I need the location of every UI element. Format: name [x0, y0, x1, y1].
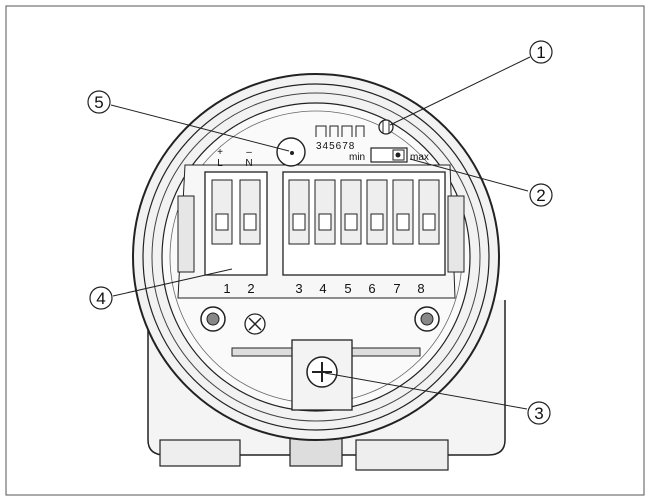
frame-border	[5, 5, 645, 496]
terminal-numbers: 1 2 3 4 5 6 7 8	[223, 281, 424, 296]
supply-n-label: N	[245, 158, 252, 169]
terminal-number: 1	[223, 281, 230, 296]
terminal-number: 6	[368, 281, 375, 296]
switch-max-label: max	[410, 152, 429, 163]
switch-min-label: min	[349, 152, 365, 163]
terminal-number: 8	[417, 281, 424, 296]
callout-4-label: 4	[96, 289, 105, 308]
supply-minus-label: –	[246, 147, 252, 158]
ground-terminal	[231, 339, 421, 411]
callout-4: 4	[89, 286, 113, 310]
callout-2: 2	[529, 183, 553, 207]
relay-symbols	[315, 125, 365, 137]
terminal-number: 3	[295, 281, 302, 296]
supply-plus-label: +	[217, 147, 223, 158]
screw-small	[244, 313, 266, 335]
callout-5: 5	[87, 90, 111, 114]
callout-1: 1	[529, 40, 553, 64]
mode-switch-screw	[378, 119, 394, 135]
callout-5-label: 5	[94, 93, 103, 112]
supply-terminal-block	[204, 171, 268, 276]
status-led-center	[290, 151, 294, 155]
screw-left	[200, 306, 226, 332]
min-max-switch	[370, 147, 408, 163]
terminal-number: 5	[344, 281, 351, 296]
mounting-screws	[200, 306, 440, 335]
terminal-number: 7	[393, 281, 400, 296]
callout-3-label: 3	[534, 404, 543, 423]
screw-right	[414, 306, 440, 332]
supply-l-label: L	[217, 158, 223, 169]
cable-gland-right	[355, 439, 449, 471]
callout-1-label: 1	[536, 43, 545, 62]
relay-digits-label: 345678	[316, 141, 355, 152]
cable-gland-left	[159, 439, 241, 467]
leader-lines	[110, 56, 531, 410]
terminal-number: 4	[319, 281, 326, 296]
relay-terminal-block	[282, 171, 446, 276]
terminal-number: 2	[247, 281, 254, 296]
callout-2-label: 2	[536, 186, 545, 205]
callout-markers: 1 2 3 4 5	[87, 40, 553, 425]
callout-3: 3	[527, 401, 551, 425]
